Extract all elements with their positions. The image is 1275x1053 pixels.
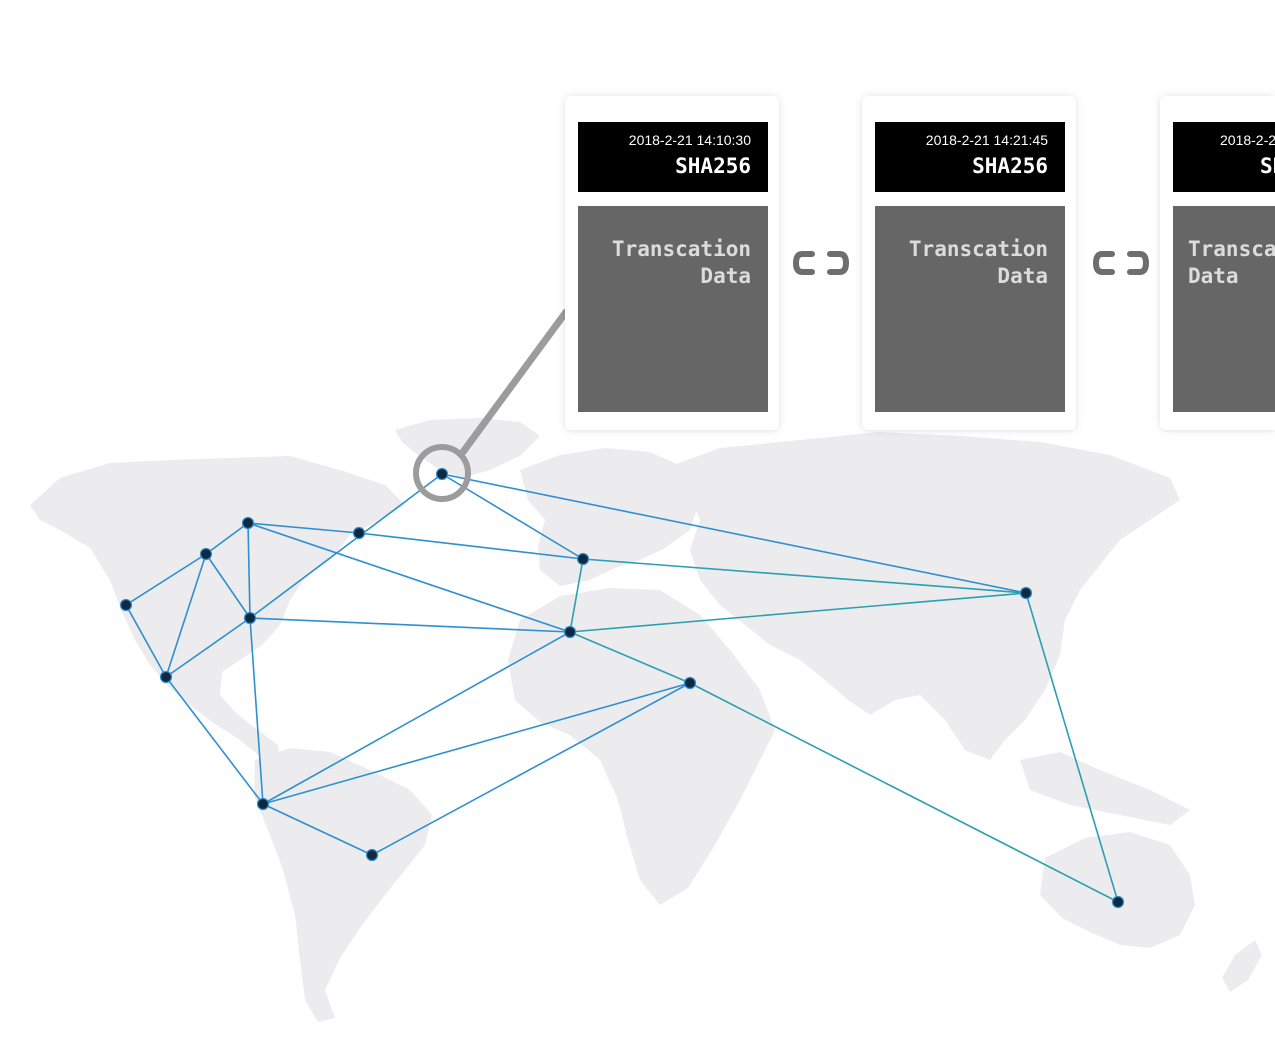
block-data-line2: Data (997, 264, 1048, 288)
node-dot-icon (365, 848, 379, 862)
network-edge (262, 682, 691, 805)
network-edge (262, 803, 373, 856)
network-edge (165, 553, 207, 678)
block-data-line2: Data (700, 264, 751, 288)
world-map-land (30, 418, 1262, 1022)
block-1: 2018-2-21 14:10:30 SHA256 Transcation Da… (565, 96, 779, 430)
block-hash-label: SHA256 (972, 154, 1048, 178)
africa-landmass (508, 588, 775, 905)
network-edge (125, 604, 167, 678)
south-america-landmass (254, 748, 432, 1022)
chain-link-icon (792, 251, 850, 275)
block-header: 2018-2-21 14:10:30 SHA256 (578, 122, 768, 192)
network-edge (205, 553, 251, 619)
node-dot-icon (576, 552, 590, 566)
node-dot-icon (563, 625, 577, 639)
block-timestamp: 2018-2-21 14:33:12 (1220, 132, 1275, 148)
node-dot-icon (159, 670, 173, 684)
southeast-asia-islands (1020, 752, 1190, 825)
new-zealand-landmass (1222, 940, 1262, 992)
network-edge (249, 617, 264, 805)
block-data-line2: Data (1188, 264, 1239, 288)
node-dot-icon (119, 598, 133, 612)
network-edge (247, 522, 360, 534)
callout-connector-line (459, 308, 570, 456)
network-edge (582, 558, 1027, 594)
network-edge (569, 558, 584, 633)
block-3: 2018-2-21 14:33:12 SHA256 Transcation Da… (1160, 96, 1275, 430)
block-data-line1: Transcation (908, 237, 1048, 261)
node-dot-icon (256, 797, 270, 811)
network-edges (125, 473, 1119, 903)
network-edge (125, 553, 207, 606)
node-dot-icon (1111, 895, 1125, 909)
network-edge (569, 592, 1027, 633)
network-edge (1025, 592, 1119, 903)
block-data-panel: Transcation Data (875, 206, 1065, 412)
europe-landmass (520, 448, 700, 586)
australia-landmass (1040, 832, 1195, 948)
block-timestamp: 2018-2-21 14:10:30 (628, 132, 751, 148)
block-header: 2018-2-21 14:21:45 SHA256 (875, 122, 1065, 192)
asia-landmass (660, 432, 1180, 760)
network-edge (165, 617, 251, 678)
network-edge (247, 522, 571, 633)
block-data-line1: Transcation (1188, 237, 1275, 261)
block-header: 2018-2-21 14:33:12 SHA256 (1173, 122, 1275, 192)
block-data-panel: Transcation Data (578, 206, 768, 412)
network-edge (165, 676, 264, 805)
network-edge (262, 631, 571, 805)
block-hash-label: SHA256 (675, 154, 751, 178)
network-edge (569, 631, 691, 684)
node-dot-icon (352, 526, 366, 540)
north-america-landmass (30, 456, 405, 760)
network-edge (689, 682, 1119, 903)
block-data-panel: Transcation Data (1173, 206, 1275, 412)
network-edge (358, 532, 584, 560)
network-edge (441, 473, 1027, 594)
magnifier-ring-icon (413, 444, 471, 502)
node-dot-icon (1019, 586, 1033, 600)
node-dot-icon (199, 547, 213, 561)
chain-link-icon (1092, 251, 1150, 275)
network-edge (205, 522, 249, 555)
block-2: 2018-2-21 14:21:45 SHA256 Transcation Da… (862, 96, 1076, 430)
block-hash-label: SHA256 (1260, 154, 1275, 178)
network-edge (371, 682, 691, 856)
network-nodes (119, 467, 1125, 909)
node-dot-icon (435, 467, 449, 481)
block-data-line1: Transcation (611, 237, 751, 261)
network-edge (249, 617, 571, 633)
node-dot-icon (683, 676, 697, 690)
node-dot-icon (241, 516, 255, 530)
network-edge (247, 522, 251, 619)
network-edge (249, 473, 443, 619)
block-timestamp: 2018-2-21 14:21:45 (925, 132, 1048, 148)
node-dot-icon (243, 611, 257, 625)
